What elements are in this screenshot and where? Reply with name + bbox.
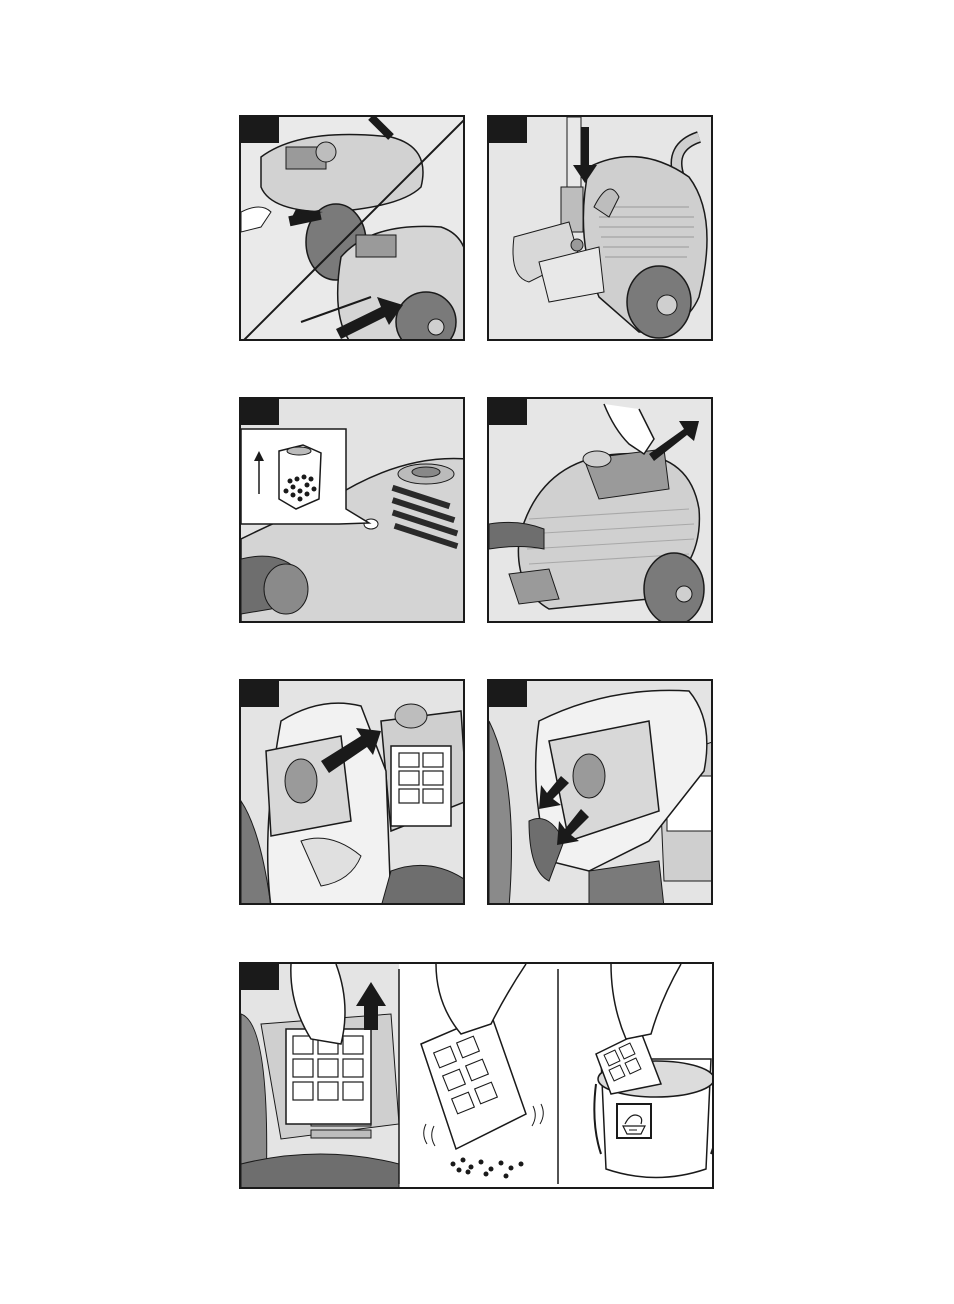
panel-park-tube <box>487 115 713 341</box>
panel-remove-bag <box>239 679 465 905</box>
step-tag <box>241 117 279 143</box>
panel-bag-full-indicator <box>239 397 465 623</box>
panel-remove-accessory <box>239 115 465 341</box>
step-tag <box>241 681 279 707</box>
panel-filter-clean <box>239 962 714 1189</box>
step-tag <box>489 117 527 143</box>
bag-indicator-illustration <box>241 399 465 623</box>
panel-open-lid <box>487 397 713 623</box>
insert-bag-illustration <box>489 681 713 905</box>
filter-clean-illustration <box>241 964 714 1189</box>
vacuum-parking-illustration <box>489 117 713 341</box>
hand-wash-symbol-icon <box>617 1104 651 1138</box>
step-tag <box>241 964 279 990</box>
vacuum-accessory-illustration <box>241 117 465 341</box>
remove-bag-illustration <box>241 681 465 905</box>
step-tag <box>489 399 527 425</box>
panel-insert-bag <box>487 679 713 905</box>
step-tag <box>241 399 279 425</box>
open-lid-illustration <box>489 399 713 623</box>
step-tag <box>489 681 527 707</box>
